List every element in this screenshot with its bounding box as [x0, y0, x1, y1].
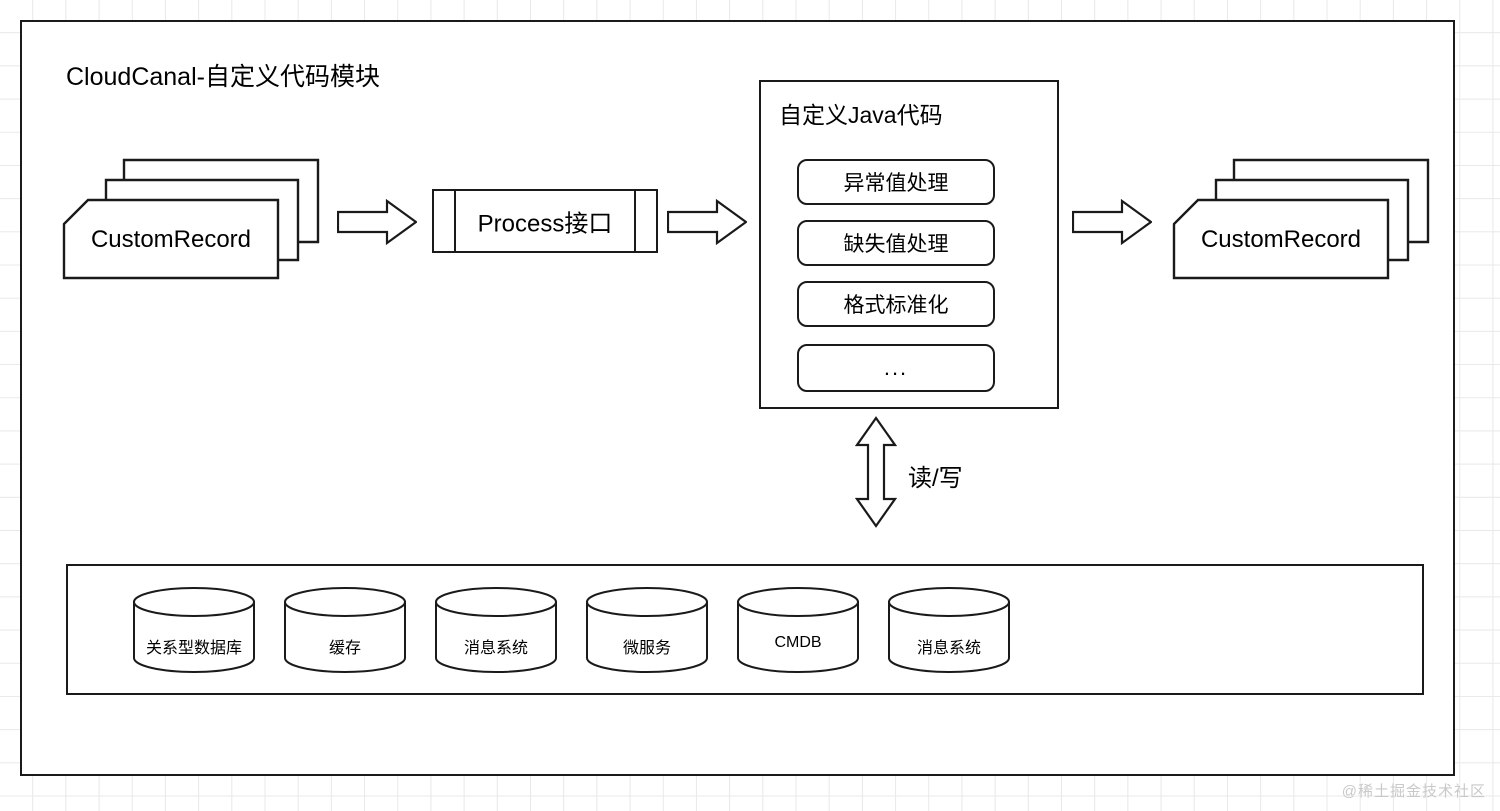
storage-item-microservice[interactable]: 微服务	[585, 586, 709, 674]
component-bar-right	[634, 191, 636, 251]
watermark: @稀土掘金技术社区	[1341, 783, 1486, 800]
java-module-title: 自定义Java代码	[779, 102, 943, 128]
database-cylinder-icon	[133, 587, 255, 673]
database-cylinder-icon	[284, 587, 406, 673]
java-step-missing-value-handling[interactable]: 缺失值处理	[797, 220, 995, 266]
database-cylinder-icon	[435, 587, 557, 673]
read-write-label: 读/写	[908, 465, 963, 492]
java-step-exception-handling[interactable]: 异常值处理	[797, 159, 995, 205]
output-record-stack: CustomRecord	[1170, 154, 1432, 284]
process-interface-label: Process接口	[477, 210, 613, 238]
arrow-right-icon	[666, 198, 748, 246]
page-title: CloudCanal-自定义代码模块	[66, 63, 380, 91]
storage-item-message-system-1[interactable]: 消息系统	[434, 586, 558, 674]
storage-item-cmdb[interactable]: CMDB	[736, 586, 860, 674]
arrow-right-icon	[336, 198, 418, 246]
database-cylinder-icon	[586, 587, 708, 673]
java-code-module: 自定义Java代码 异常值处理 缺失值处理 格式标准化 ...	[759, 80, 1059, 409]
flow-arrow-3	[1071, 198, 1153, 246]
storage-item-relational-db[interactable]: 关系型数据库	[132, 586, 256, 674]
process-interface-box[interactable]: Process接口	[432, 189, 658, 253]
document-stack-icon	[1172, 158, 1430, 280]
flow-arrow-2	[666, 198, 748, 246]
storage-item-message-system-2[interactable]: 消息系统	[887, 586, 1011, 674]
java-step-format-standardization[interactable]: 格式标准化	[797, 281, 995, 327]
java-step-label: ...	[883, 355, 909, 380]
arrow-up-down-icon	[854, 416, 898, 528]
java-step-label: 异常值处理	[843, 172, 949, 195]
input-record-stack: CustomRecord	[60, 154, 322, 284]
storage-systems-container: 关系型数据库 缓存 消息系统	[66, 564, 1424, 695]
storage-item-cache[interactable]: 缓存	[283, 586, 407, 674]
component-bar-left	[454, 191, 456, 251]
flow-arrow-1	[336, 198, 418, 246]
java-step-more[interactable]: ...	[797, 344, 995, 392]
java-step-label: 格式标准化	[843, 294, 949, 317]
read-write-arrow	[854, 416, 898, 528]
database-cylinder-icon	[888, 587, 1010, 673]
document-stack-icon	[62, 158, 320, 280]
arrow-right-icon	[1071, 198, 1153, 246]
module-frame: CloudCanal-自定义代码模块 CustomRecord Process接…	[20, 20, 1455, 776]
database-cylinder-icon	[737, 587, 859, 673]
java-step-label: 缺失值处理	[843, 233, 949, 256]
